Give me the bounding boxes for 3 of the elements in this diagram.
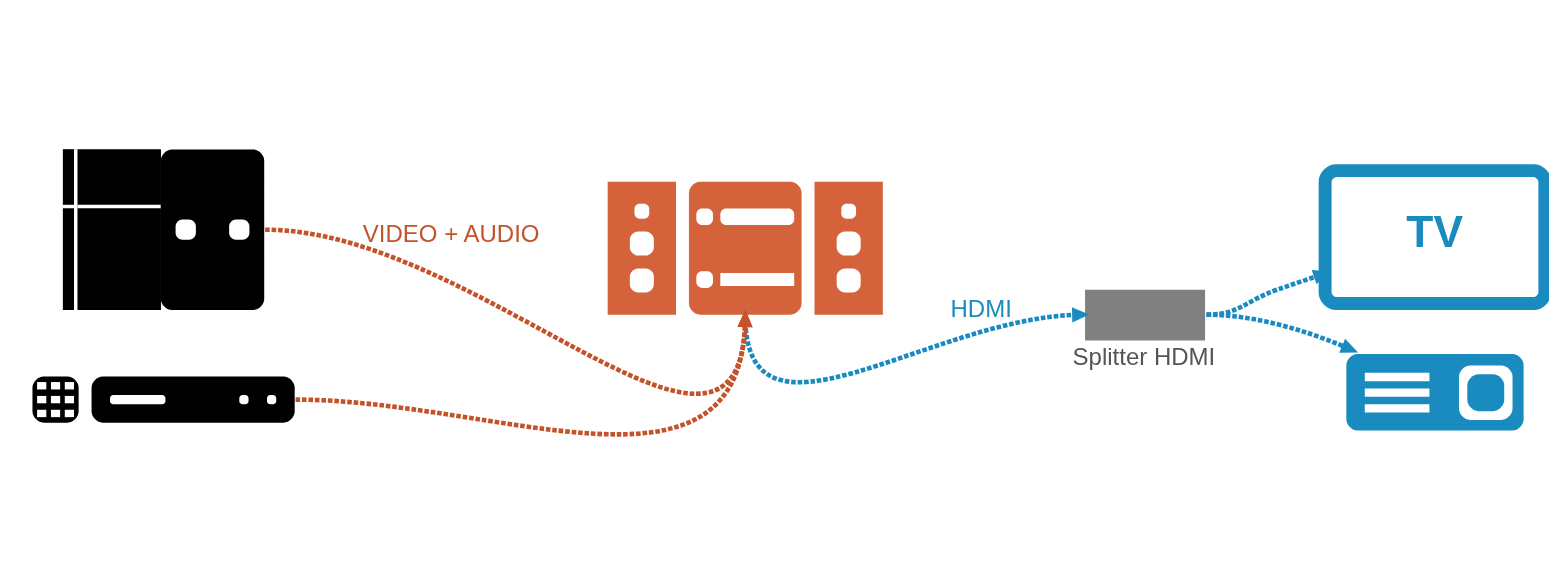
edge-label: HDMI <box>950 295 1012 323</box>
node-label: Splitter HDMI <box>1072 343 1216 371</box>
edge-label: VIDEO + AUDIO <box>362 220 540 248</box>
